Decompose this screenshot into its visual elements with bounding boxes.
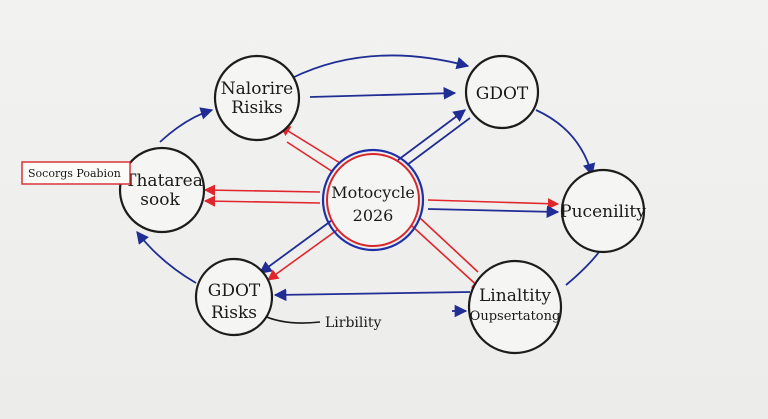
liability-connector	[261, 314, 321, 324]
node-label-line1: GDOT	[208, 281, 261, 301]
arrow-nalorire-to-gdot	[309, 87, 457, 100]
arrow-center-to-linaltity-b	[419, 217, 479, 273]
arrow-pucenility-to-linaltity	[565, 247, 603, 286]
arrow-center-to-nalorire-b	[286, 141, 334, 173]
node-label-line2: sook	[140, 190, 180, 210]
node-nalorire-risks: Nalorire Risiks	[213, 54, 301, 142]
node-circle	[213, 54, 301, 142]
arrow-gdotrisks-to-thatarea	[136, 231, 197, 284]
liability-label: Lirbility	[325, 315, 381, 331]
node-pucenility: Pucenility	[560, 168, 646, 254]
node-linaltity: Linaltity Oupsertatong	[467, 259, 563, 355]
arrow-center-to-pucenility-b	[427, 205, 560, 219]
node-circle	[118, 146, 206, 234]
arrow-center-to-gdotrisks-a	[258, 217, 336, 274]
hub-arrows	[203, 87, 560, 302]
arrow-center-to-linaltity-a	[411, 225, 483, 291]
node-thatarea-sook: Thatarea sook	[118, 146, 206, 234]
arrow-center-to-pucenility-a	[427, 198, 560, 210]
node-label-line2: Risiks	[231, 98, 282, 118]
node-circle	[464, 54, 540, 130]
arrow-center-to-nalorire-a	[279, 125, 341, 164]
hub-inner-ring	[326, 153, 420, 247]
node-circle	[560, 168, 646, 254]
arrow-gdot-to-pucenility	[535, 109, 596, 177]
arrow-center-to-thatarea-a	[203, 184, 321, 196]
arrow-topleft-to-gdot	[291, 54, 470, 79]
node-gdot: GDOT	[464, 54, 540, 130]
hub-outer-ring	[321, 148, 425, 252]
tag-box	[21, 161, 131, 185]
node-label-line1: GDOT	[476, 84, 529, 104]
node-label-line1: Linaltity	[479, 286, 551, 306]
hub-label-line2: 2026	[353, 206, 394, 225]
node-motocycle-hub: Motocycle 2026	[321, 148, 425, 252]
arrow-linaltity-to-gdotrisks	[273, 288, 471, 302]
node-label-line2: Oupsertatong	[470, 309, 561, 324]
node-label-line1: Nalorire	[221, 79, 293, 99]
arrow-center-to-gdot-b	[406, 117, 471, 166]
node-label-line1: Thatarea	[125, 171, 203, 191]
node-circle	[467, 259, 563, 355]
node-label-line2: Risks	[211, 303, 257, 323]
arrow-center-to-gdotrisks-b	[267, 224, 345, 281]
side-tag: Socorgs Poabion	[21, 161, 131, 185]
node-circle	[194, 257, 274, 337]
arrow-thatarea-to-topleft	[159, 107, 214, 143]
node-gdot-risks: GDOT Risks	[194, 257, 274, 337]
arrow-center-to-thatarea-b	[203, 195, 321, 207]
node-label-line1: Pucenility	[560, 202, 646, 222]
tag-label: Socorgs Poabion	[28, 167, 121, 180]
arrow-center-to-gdot-a	[397, 109, 467, 161]
hub-label-line1: Motocycle	[331, 183, 415, 202]
